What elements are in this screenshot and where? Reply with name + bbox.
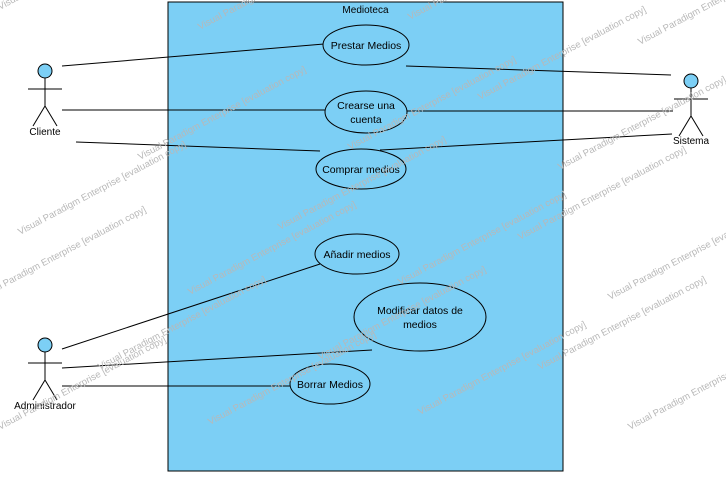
use-case-label: Añadir medios <box>323 249 390 261</box>
watermark-text: Visual Paradigm Enterprise [evaluation c… <box>606 204 726 302</box>
use-case-label: Borrar Medios <box>297 379 363 391</box>
actor-name: Cliente <box>29 127 61 138</box>
use-case-comprar[interactable]: Comprar medios <box>315 148 407 190</box>
use-case-anadir[interactable]: Añadir medios <box>314 233 400 275</box>
use-case-label: Crearse una <box>337 100 395 112</box>
association-administrador-anadir <box>61 263 321 350</box>
system-name: Medioteca <box>342 5 389 16</box>
watermark-text: Visual Paradigm Enterprise [evaluation c… <box>0 0 168 13</box>
actor-cliente[interactable]: Cliente <box>28 63 62 138</box>
watermark-text: Visual Paradigm Enterprise [evaluation c… <box>0 204 148 302</box>
watermark-text: Visual Paradigm Enterprise [evaluation c… <box>626 334 726 432</box>
use-case-prestar[interactable]: Prestar Medios <box>322 24 410 66</box>
actor-name: Sistema <box>673 136 710 147</box>
use-case-label: cuenta <box>350 114 382 126</box>
use-case-borrar[interactable]: Borrar Medios <box>289 363 371 405</box>
use-case-label: Comprar medios <box>322 164 400 176</box>
actor-sistema[interactable]: Sistema <box>673 73 710 147</box>
watermark-text: Visual Paradigm Enterprise [evaluation c… <box>556 74 726 172</box>
watermark-text: Visual Paradigm Enterprise [evaluation c… <box>636 0 726 48</box>
actor-head-icon <box>37 63 53 79</box>
watermark-text: Visual Paradigm Enterprise [evaluation c… <box>16 139 188 237</box>
use-case-label: Modificar datos de <box>377 305 463 317</box>
association-administrador-modificar <box>61 349 373 369</box>
actor-head-icon <box>683 73 699 89</box>
association-cliente-comprar <box>75 141 321 152</box>
actor-head-icon <box>37 337 53 353</box>
use-case-label: medios <box>403 319 437 331</box>
actor-name: Administrador <box>14 401 76 412</box>
association-cliente-prestar <box>61 43 325 67</box>
use-case-modificar[interactable]: Modificar datos de medios <box>353 282 487 352</box>
actor-administrador[interactable]: Administrador <box>14 337 77 412</box>
use-case-crearse[interactable]: Crearse una cuenta <box>324 90 408 134</box>
association-sistema-prestar <box>405 65 672 76</box>
use-case-label: Prestar Medios <box>331 40 402 52</box>
association-sistema-comprar <box>379 133 673 151</box>
